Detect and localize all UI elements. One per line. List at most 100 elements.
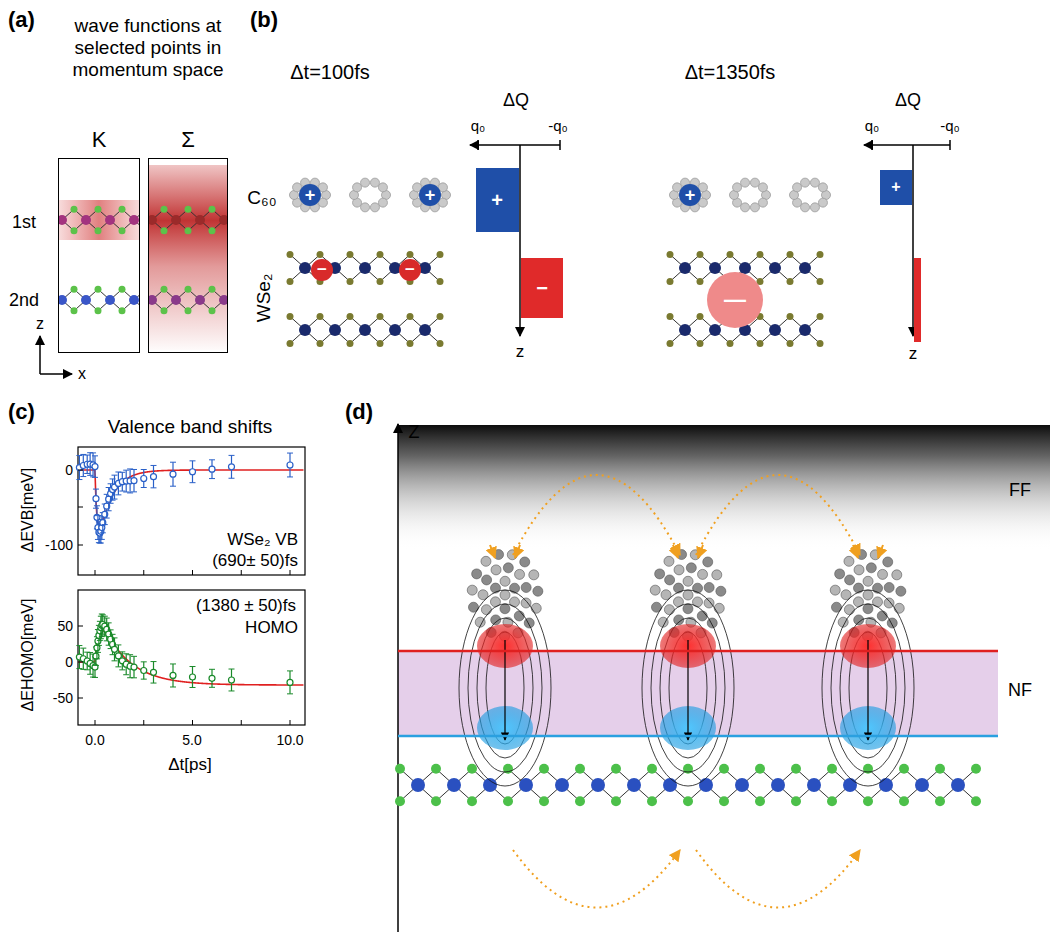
metal-atom bbox=[627, 778, 641, 792]
metal-atom bbox=[699, 778, 713, 792]
data-point bbox=[151, 669, 157, 675]
chalcogen-atom bbox=[95, 286, 102, 293]
panel-d-art bbox=[395, 424, 1050, 932]
metal-atom bbox=[329, 324, 341, 336]
carbon-atom bbox=[683, 576, 693, 586]
electron-charge bbox=[311, 259, 333, 281]
carbon-atom bbox=[704, 598, 714, 608]
metal-atom bbox=[148, 295, 157, 305]
data-point bbox=[170, 672, 176, 678]
coupling-arc bbox=[696, 850, 860, 908]
carbon-atom bbox=[683, 590, 693, 600]
error-cap bbox=[97, 543, 103, 544]
carbon-atom bbox=[810, 203, 819, 212]
carbon-atom bbox=[853, 583, 863, 593]
carbon-atom bbox=[844, 605, 854, 615]
orange-arrow bbox=[490, 545, 495, 558]
carbon-atom bbox=[801, 203, 810, 212]
chalcogen-atom bbox=[787, 251, 794, 258]
carbon-atom bbox=[707, 618, 717, 628]
metal-atom bbox=[105, 215, 115, 225]
metal-atom bbox=[219, 295, 228, 305]
plot-frame bbox=[78, 447, 305, 575]
error-cap bbox=[229, 455, 235, 456]
curve-label: (1380 ± 50)fs bbox=[196, 596, 296, 616]
error-cap bbox=[131, 656, 137, 657]
carbon-atom bbox=[491, 615, 501, 625]
metal-atom bbox=[299, 324, 311, 336]
error-cap bbox=[229, 478, 235, 479]
error-cap bbox=[92, 455, 98, 456]
time-label: Δt=100fs bbox=[290, 61, 370, 84]
data-point bbox=[131, 664, 137, 670]
chalcogen-atom bbox=[727, 340, 734, 347]
hole-charge bbox=[299, 184, 321, 206]
c60-molecule bbox=[350, 178, 391, 212]
carbon-atom bbox=[830, 585, 840, 595]
carbon-atom bbox=[866, 563, 876, 573]
fit-curve bbox=[78, 630, 303, 685]
carbon-atom bbox=[683, 604, 693, 614]
error-cap bbox=[287, 453, 293, 454]
chalcogen-atom bbox=[791, 796, 801, 806]
carbon-atom bbox=[674, 615, 684, 625]
chalcogen-atom bbox=[71, 286, 78, 293]
tick-label: 0 bbox=[65, 462, 73, 478]
chalcogen-atom bbox=[347, 313, 354, 320]
chalcogen-atom bbox=[787, 340, 794, 347]
carbon-atom bbox=[877, 611, 887, 621]
chalcogen-atom bbox=[647, 764, 657, 774]
carbon-atom bbox=[844, 556, 854, 566]
charge-symbol: + bbox=[685, 185, 696, 206]
chalcogen-atom bbox=[755, 764, 765, 774]
error-cap bbox=[131, 469, 137, 470]
chalcogen-atom bbox=[377, 278, 384, 285]
chalcogen-atom bbox=[347, 251, 354, 258]
chalcogen-atom bbox=[71, 307, 78, 314]
error-cap bbox=[104, 518, 110, 519]
error-cap bbox=[119, 669, 125, 670]
carbon-atom bbox=[741, 203, 750, 212]
carbon-atom bbox=[664, 556, 674, 566]
electron-charge bbox=[399, 259, 421, 281]
carbon-atom bbox=[673, 583, 683, 593]
carbon-atom bbox=[500, 604, 510, 614]
panel-b-art bbox=[287, 140, 951, 347]
carbon-atom bbox=[531, 603, 541, 613]
x-tick bbox=[290, 570, 291, 575]
axis-title: ΔQ bbox=[895, 90, 921, 111]
depth-axis bbox=[519, 145, 521, 336]
chalcogen-atom bbox=[539, 764, 549, 774]
near-field-bottom bbox=[398, 735, 998, 738]
error-cap bbox=[141, 487, 147, 488]
error-cap bbox=[115, 666, 121, 667]
carbon-atom bbox=[716, 586, 726, 596]
x-tick bbox=[95, 720, 96, 725]
z-axis-arrow bbox=[397, 424, 399, 932]
carbon-atom bbox=[650, 585, 660, 595]
chalcogen-atom bbox=[539, 796, 549, 806]
x-tick bbox=[95, 570, 96, 575]
wave-function-box: Σ bbox=[148, 158, 228, 353]
carbon-atom bbox=[845, 575, 855, 585]
error-cap bbox=[151, 661, 157, 662]
tick-label: 50 bbox=[57, 618, 73, 634]
wavefunction-glow bbox=[148, 165, 228, 350]
chalcogen-atom bbox=[95, 307, 102, 314]
axis-title: ΔQ bbox=[503, 90, 529, 111]
axis-label: z bbox=[36, 315, 44, 333]
carbon-atom bbox=[370, 203, 379, 212]
error-cap bbox=[104, 618, 110, 619]
chalcogen-atom bbox=[899, 764, 909, 774]
chalcogen-atom bbox=[817, 251, 824, 258]
error-cap bbox=[115, 494, 121, 495]
metal-atom bbox=[81, 215, 91, 225]
carbon-atom bbox=[793, 183, 802, 192]
error-cap bbox=[93, 508, 99, 509]
error-cap bbox=[112, 637, 118, 638]
plot-frame bbox=[78, 590, 305, 725]
metal-atom bbox=[807, 778, 821, 792]
wave-function-box: K bbox=[58, 158, 140, 353]
carbon-atom bbox=[514, 611, 524, 621]
error-cap bbox=[87, 674, 93, 675]
